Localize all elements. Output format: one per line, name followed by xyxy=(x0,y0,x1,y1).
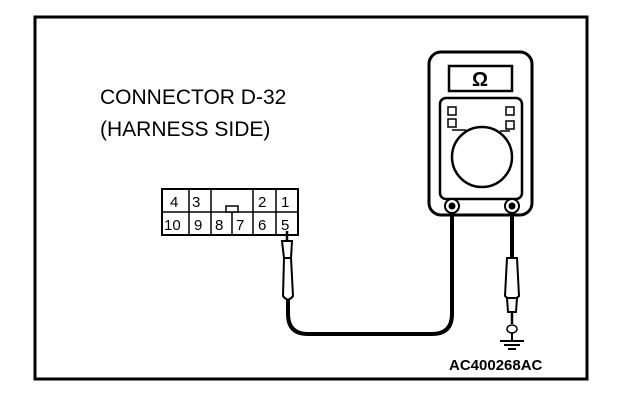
test-probe-ground xyxy=(503,257,521,334)
ohm-symbol: Ω xyxy=(472,69,488,91)
ground-icon xyxy=(500,333,524,350)
connector-title: CONNECTOR D-32 xyxy=(100,86,287,109)
probe-collar xyxy=(505,297,519,313)
meter-indicator xyxy=(447,118,457,128)
ohmmeter: Ω xyxy=(427,50,534,217)
connector-d32: 4 3 2 1 10 9 8 7 6 5 xyxy=(161,188,299,236)
connector-subtitle: (HARNESS SIDE) xyxy=(100,118,271,141)
terminal-label: 7 xyxy=(236,217,244,234)
meter-display xyxy=(447,64,514,93)
meter-indicator xyxy=(505,120,515,130)
probe-handle xyxy=(281,257,295,301)
terminal-label: 9 xyxy=(194,217,202,234)
probe-collar xyxy=(280,240,294,259)
terminal-label: 4 xyxy=(170,194,178,211)
figure-reference-code: AC400268AC xyxy=(449,357,543,374)
terminal-label: 1 xyxy=(281,194,289,211)
meter-indicator xyxy=(447,106,457,116)
meter-indicator xyxy=(505,106,515,116)
terminal-label: 6 xyxy=(258,217,266,234)
connector-lock-tab xyxy=(225,205,239,213)
diagram-frame xyxy=(33,15,589,381)
terminal-label: 2 xyxy=(258,194,266,211)
probe-clip xyxy=(506,324,518,334)
terminal-label: 5 xyxy=(281,217,289,234)
test-lead-wire xyxy=(286,208,454,336)
test-probe-connector xyxy=(280,231,295,301)
terminal-label: 8 xyxy=(215,217,223,234)
terminal-label: 10 xyxy=(164,217,181,234)
probe-handle xyxy=(503,257,521,301)
terminal-label: 3 xyxy=(192,194,200,211)
range-dial-icon xyxy=(450,125,514,189)
